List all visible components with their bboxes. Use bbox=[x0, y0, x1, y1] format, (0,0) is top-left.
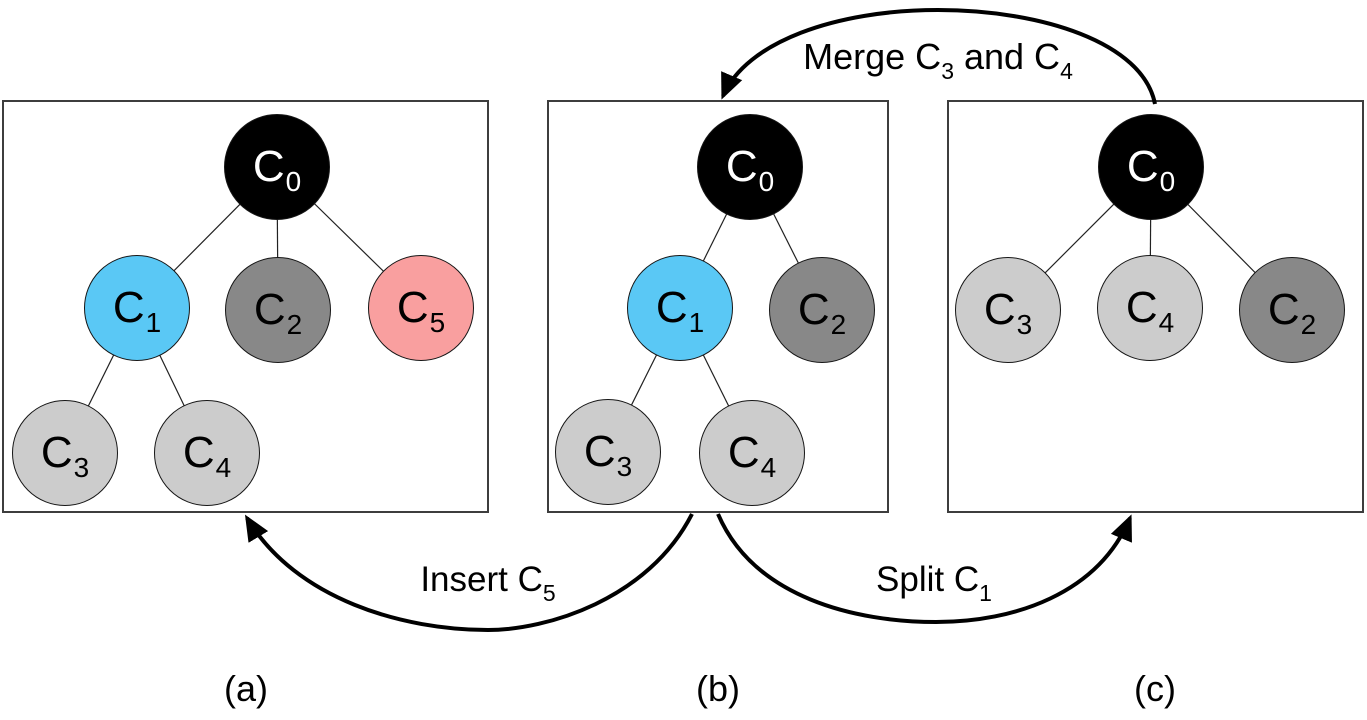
node-label-sub: 3 bbox=[73, 452, 90, 483]
node-label: C bbox=[725, 142, 758, 191]
panel-b-caption: (b) bbox=[696, 668, 740, 709]
node-label-sub: 0 bbox=[285, 166, 302, 197]
split-arrow bbox=[716, 513, 1132, 625]
merge-label-sub1: 3 bbox=[941, 58, 954, 84]
node-label: C bbox=[396, 283, 429, 332]
node-label-sub: 5 bbox=[429, 307, 446, 338]
node-label-sub: 3 bbox=[1016, 309, 1033, 340]
panel-c-caption: (c) bbox=[1134, 668, 1176, 709]
insert-label-sub1: 5 bbox=[542, 580, 556, 606]
node-label-sub: 1 bbox=[145, 307, 162, 338]
insert-label-text: Insert C bbox=[420, 560, 543, 599]
node-label: C bbox=[1126, 142, 1159, 191]
panel-a-frame bbox=[2, 100, 489, 513]
merge-arrow bbox=[721, 7, 1157, 105]
node-label: C bbox=[727, 428, 760, 477]
node-label-sub: 2 bbox=[830, 309, 847, 340]
node-label-sub: 4 bbox=[1158, 307, 1175, 338]
merge-label-sub2: 4 bbox=[1060, 58, 1073, 84]
insert-arrow-label: Insert C5 bbox=[420, 560, 556, 606]
node-label: C bbox=[253, 285, 286, 334]
merge-arrow-label: Merge C3 and C4 bbox=[803, 37, 1073, 84]
split-label-text: Split C bbox=[876, 560, 980, 599]
merge-label-text: Merge C bbox=[803, 36, 942, 77]
node-label: C bbox=[1125, 283, 1158, 332]
split-label-sub1: 1 bbox=[979, 580, 992, 606]
insert-arrow bbox=[244, 513, 694, 633]
merge-label-mid: and C bbox=[953, 36, 1061, 77]
node-label: C bbox=[40, 428, 73, 477]
node-label: C bbox=[583, 427, 616, 476]
node-label-sub: 4 bbox=[760, 452, 777, 483]
node-label: C bbox=[797, 285, 830, 334]
node-label: C bbox=[252, 142, 285, 191]
node-label: C bbox=[983, 285, 1016, 334]
node-label-sub: 4 bbox=[215, 452, 232, 483]
node-label: C bbox=[1267, 285, 1300, 334]
node-label: C bbox=[655, 283, 688, 332]
node-label-sub: 2 bbox=[1300, 309, 1317, 340]
panel-b-frame bbox=[547, 100, 889, 513]
node-label-sub: 1 bbox=[688, 307, 705, 338]
node-label-sub: 3 bbox=[616, 451, 633, 482]
node-label-sub: 0 bbox=[1159, 166, 1176, 197]
node-label-sub: 0 bbox=[758, 166, 775, 197]
split-arrow-label: Split C1 bbox=[876, 560, 992, 606]
panel-a-caption: (a) bbox=[224, 668, 268, 709]
node-label: C bbox=[182, 428, 215, 477]
node-label-sub: 2 bbox=[286, 309, 303, 340]
node-label: C bbox=[112, 283, 145, 332]
